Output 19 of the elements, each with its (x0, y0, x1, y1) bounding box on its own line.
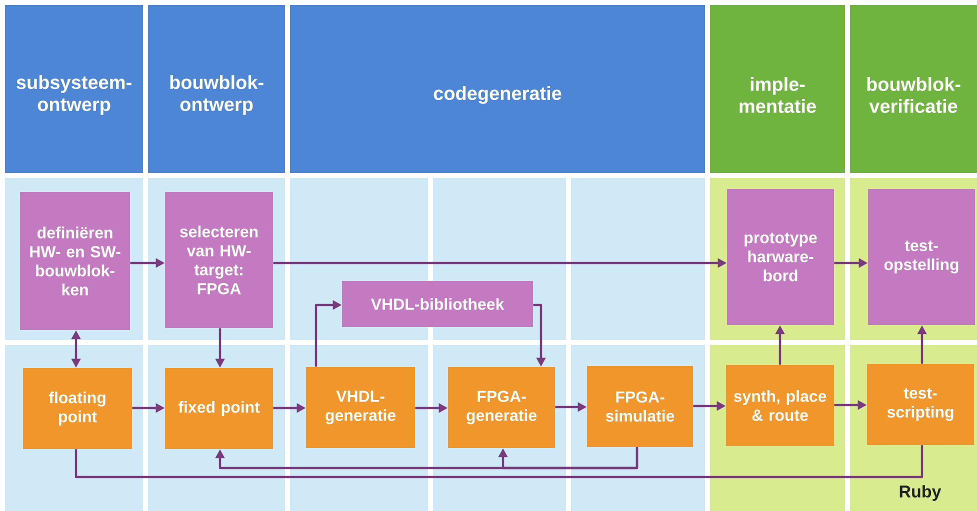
process-box: definiëren HW- en SW- bouwblok- ken (20, 192, 130, 330)
process-box: test- scripting (867, 364, 974, 445)
arrow (498, 447, 638, 470)
process-box: VHDL-bibliotheek (342, 280, 533, 327)
process-box: floating point (23, 368, 132, 449)
process-box: fixed point (165, 368, 273, 449)
header-band: bouwblok- verificatie (850, 5, 977, 173)
header-band: codegeneratie (290, 5, 705, 173)
process-box: synth, place & route (726, 364, 834, 446)
process-box: FPGA- simulatie (587, 366, 693, 447)
process-box: selecteren van HW- target: FPGA (165, 192, 273, 328)
process-box: test- opstelling (868, 189, 975, 325)
process-box: FPGA- generatie (448, 366, 555, 448)
process-box: prototype harware- bord (727, 189, 834, 325)
header-band: bouwblok- ontwerp (148, 5, 285, 173)
process-box: VHDL- generatie (306, 366, 415, 448)
header-band: imple- mentatie (710, 5, 845, 173)
tool-label: Ruby (900, 485, 942, 501)
header-band: subsysteem- ontwerp (5, 5, 144, 173)
